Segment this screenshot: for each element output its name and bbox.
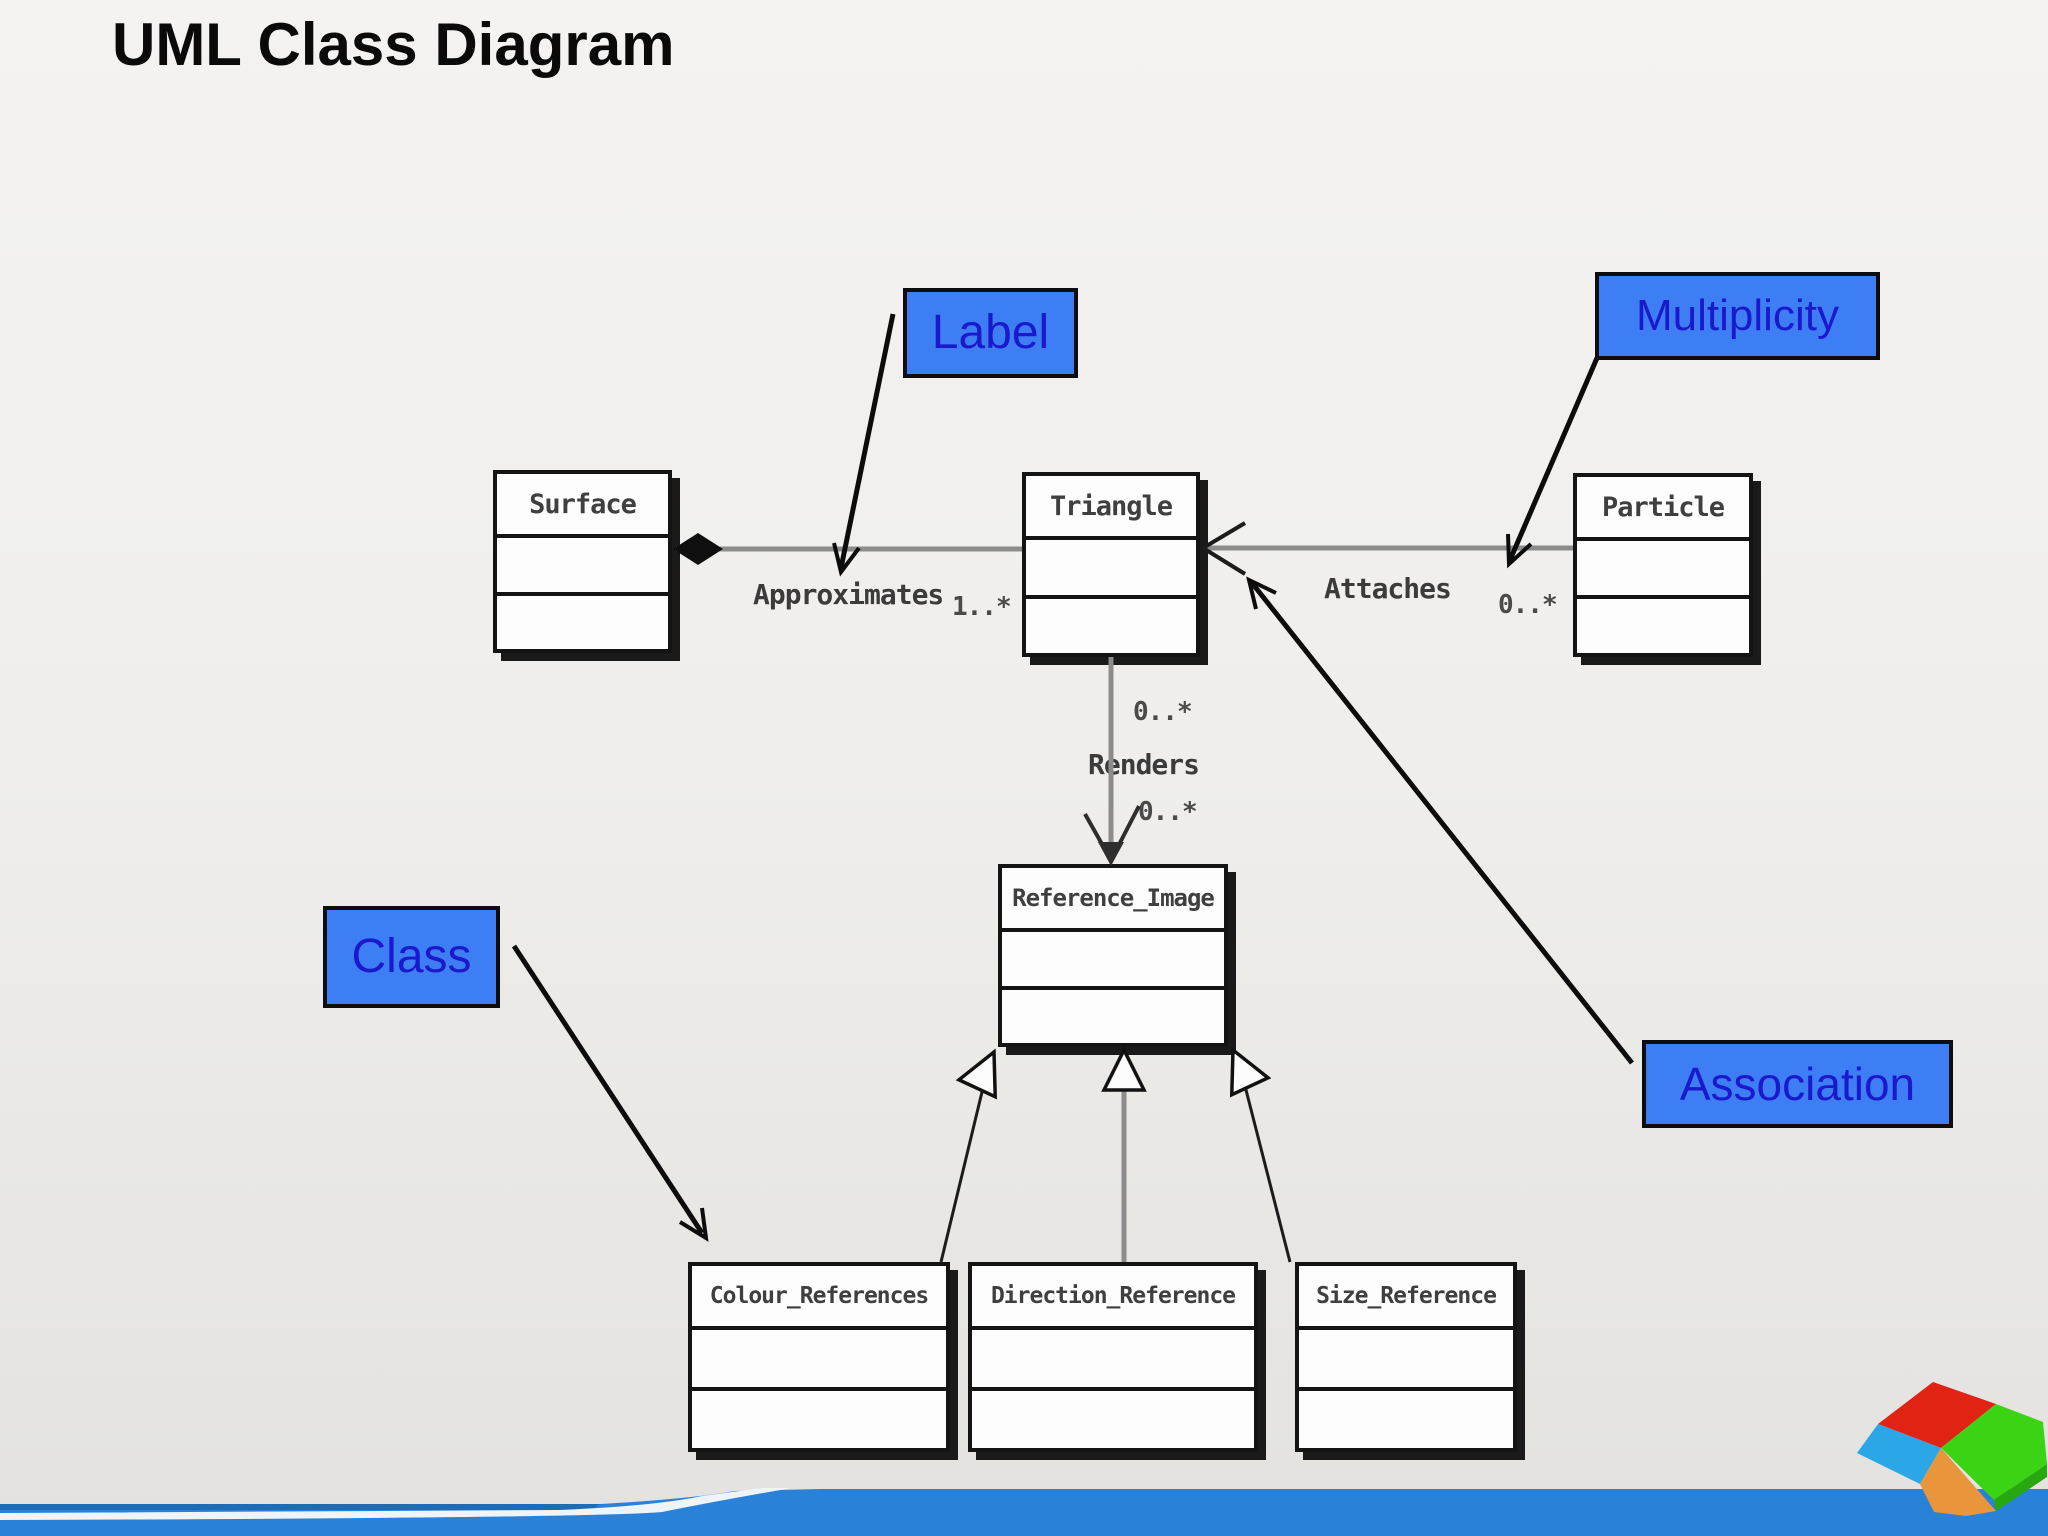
logo-red-face	[1878, 1382, 1996, 1448]
operations-compartment	[1299, 1387, 1513, 1448]
callout-association: Association	[1642, 1040, 1953, 1128]
class-title: Direction_Reference	[990, 1283, 1236, 1309]
callout-association-text: Association	[1679, 1058, 1916, 1110]
callout-multiplicity-text: Multiplicity	[1636, 291, 1839, 340]
callout-class: Class	[323, 906, 500, 1008]
wave-highlight	[0, 1488, 792, 1520]
callout-line-class	[511, 944, 705, 1235]
callout-class-text: Class	[351, 930, 472, 983]
arrowhead-icon	[1506, 533, 1533, 569]
class-title: Triangle	[1049, 490, 1173, 522]
attributes-compartment	[1002, 928, 1224, 986]
multiplicity-approximates: 1..*	[952, 592, 1012, 622]
attributes-compartment	[497, 534, 668, 592]
attributes-compartment	[1577, 537, 1749, 595]
class-box-size-reference: Size_Reference	[1295, 1262, 1517, 1452]
operations-compartment	[1002, 985, 1224, 1044]
operations-compartment	[972, 1387, 1254, 1448]
cube-logo	[1857, 1382, 2047, 1516]
aggregation-diamond-icon	[673, 533, 723, 565]
open-arrowhead-icon	[1199, 521, 1247, 576]
multiplicity-renders-source: 0..*	[1133, 697, 1193, 727]
operations-compartment	[1026, 594, 1196, 654]
association-label-renders: Renders	[1088, 748, 1200, 781]
logo-green-face	[1941, 1404, 2047, 1500]
generalization-triangle-icon	[1101, 1046, 1147, 1092]
class-box-particle: Particle	[1573, 473, 1753, 657]
class-title: Size_Reference	[1316, 1283, 1497, 1309]
attributes-compartment	[972, 1326, 1254, 1387]
logo-blue-face	[1857, 1424, 1941, 1484]
attributes-compartment	[692, 1326, 946, 1387]
page-title: UML Class Diagram	[112, 11, 675, 78]
arrowhead-icon	[1098, 842, 1124, 866]
logo-orange-face	[1920, 1448, 1996, 1516]
open-arrowhead-icon	[1083, 805, 1141, 865]
generalization-triangle-icon	[955, 1048, 998, 1100]
operations-compartment	[692, 1387, 946, 1448]
generalization-triangle-icon	[1229, 1046, 1272, 1098]
operations-compartment	[1577, 595, 1749, 653]
callout-line-label	[838, 313, 896, 569]
class-box-reference-image: Reference_Image	[998, 864, 1228, 1047]
class-title: Particle	[1601, 491, 1725, 523]
class-title: Reference_Image	[1012, 884, 1215, 912]
class-box-colour-references: Colour_References	[688, 1262, 950, 1452]
attributes-compartment	[1026, 536, 1196, 595]
class-box-direction-reference: Direction_Reference	[968, 1262, 1258, 1452]
multiplicity-renders-target: 0..*	[1138, 797, 1198, 827]
logo-green-shade	[1994, 1464, 2047, 1511]
generalization-line-colour	[939, 1091, 984, 1263]
class-box-triangle: Triangle	[1022, 472, 1200, 657]
class-title: Colour_References	[709, 1283, 929, 1309]
attributes-compartment	[1299, 1326, 1513, 1387]
association-label-attaches: Attaches	[1324, 572, 1452, 605]
generalization-line-size	[1243, 1085, 1292, 1263]
arrowhead-icon	[832, 542, 861, 577]
class-box-surface: Surface	[493, 470, 672, 653]
arrowhead-icon	[1246, 576, 1277, 610]
callout-multiplicity: Multiplicity	[1595, 272, 1880, 360]
callout-label: Label	[903, 288, 1078, 378]
class-title: Surface	[529, 488, 637, 520]
multiplicity-attaches: 0..*	[1498, 590, 1558, 620]
association-label-approximates: Approximates	[753, 578, 944, 611]
wave-bevel	[0, 1504, 600, 1510]
callout-label-text: Label	[931, 306, 1050, 359]
arrowhead-icon	[678, 1207, 709, 1242]
operations-compartment	[497, 591, 668, 650]
wave-shape	[0, 1489, 2048, 1536]
